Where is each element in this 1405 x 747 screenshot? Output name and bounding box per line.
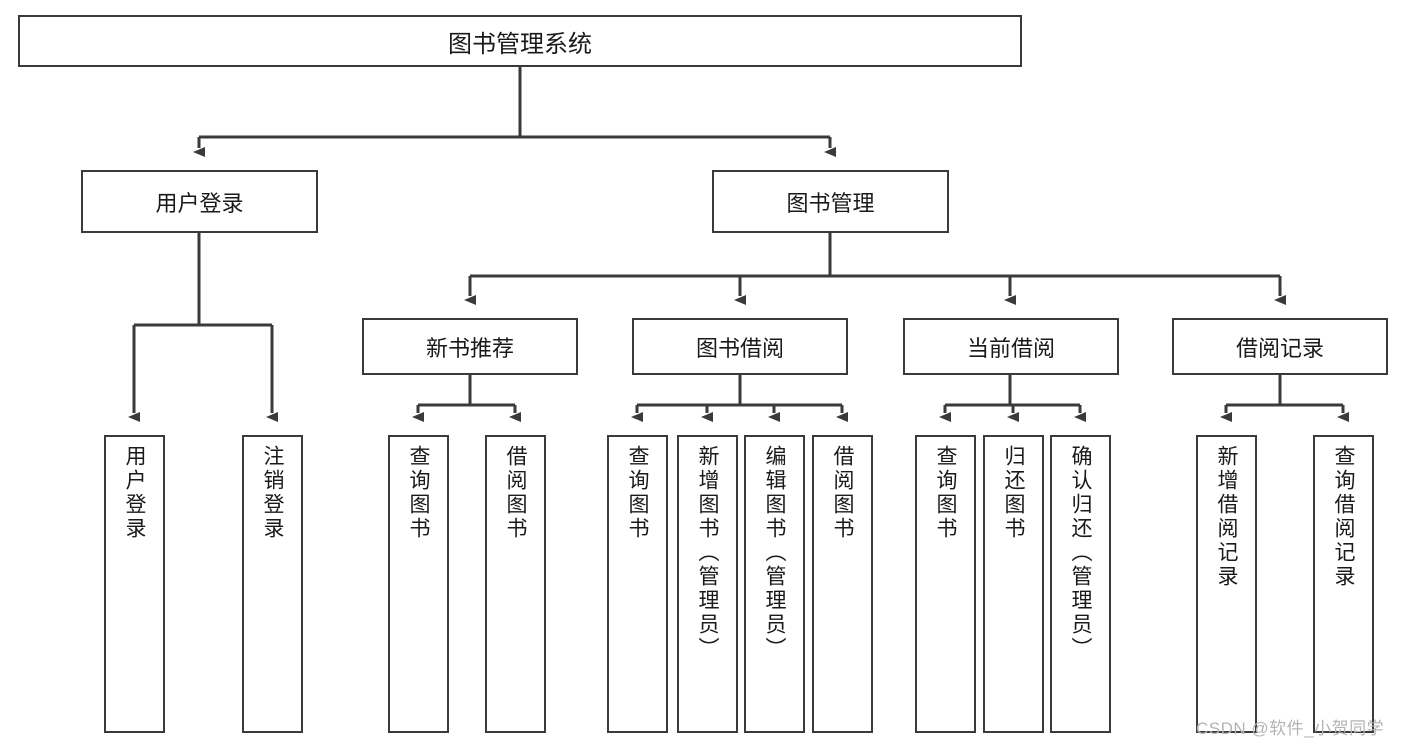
leaf-node-label: 借阅图书 (504, 445, 527, 541)
leaf-node-label: 编辑图书（管理员） (763, 445, 786, 661)
leaf-node[interactable]: 确认归还（管理员） (1050, 435, 1111, 733)
leaf-node-label: 查询借阅记录 (1332, 445, 1355, 589)
leaf-node[interactable]: 编辑图书（管理员） (744, 435, 805, 733)
csdn-watermark: CSDN @软件_小贺同学 (1196, 719, 1385, 738)
node-user-login-label: 用户登录 (155, 190, 244, 216)
node-current-borrow[interactable]: 当前借阅 (903, 318, 1119, 375)
node-new-book-recommend[interactable]: 新书推荐 (362, 318, 578, 375)
node-book-management[interactable]: 图书管理 (712, 170, 949, 233)
leaf-node-label: 借阅图书 (831, 445, 854, 541)
leaf-node-label: 新增借阅记录 (1215, 445, 1238, 589)
leaf-node[interactable]: 借阅图书 (485, 435, 546, 733)
leaf-node[interactable]: 新增借阅记录 (1196, 435, 1257, 733)
leaf-node[interactable]: 查询图书 (607, 435, 668, 733)
node-book-borrow-label: 图书借阅 (695, 335, 784, 361)
node-root-label: 图书管理系统 (448, 30, 592, 58)
node-new-book-recommend-label: 新书推荐 (425, 335, 514, 361)
node-borrow-records-label: 借阅记录 (1235, 335, 1324, 361)
leaf-node-label: 归还图书 (1002, 445, 1025, 541)
node-borrow-records[interactable]: 借阅记录 (1172, 318, 1388, 375)
node-current-borrow-label: 当前借阅 (966, 335, 1055, 361)
leaf-node-label: 新增图书（管理员） (696, 445, 719, 661)
leaf-node[interactable]: 用户登录 (104, 435, 165, 733)
leaf-node[interactable]: 注销登录 (242, 435, 303, 733)
leaf-node-label: 用户登录 (123, 445, 146, 541)
leaf-node[interactable]: 查询借阅记录 (1313, 435, 1374, 733)
leaf-node[interactable]: 查询图书 (388, 435, 449, 733)
leaf-node[interactable]: 归还图书 (983, 435, 1044, 733)
leaf-node-label: 确认归还（管理员） (1069, 445, 1092, 661)
node-user-login[interactable]: 用户登录 (81, 170, 318, 233)
node-book-management-label: 图书管理 (786, 190, 875, 216)
leaf-node[interactable]: 借阅图书 (812, 435, 873, 733)
node-book-borrow[interactable]: 图书借阅 (632, 318, 848, 375)
leaf-node[interactable]: 新增图书（管理员） (677, 435, 738, 733)
leaf-node-label: 注销登录 (261, 445, 284, 541)
leaf-node-label: 查询图书 (407, 445, 430, 541)
node-root[interactable]: 图书管理系统 (18, 15, 1022, 67)
leaf-node-label: 查询图书 (626, 445, 649, 541)
leaf-node-label: 查询图书 (934, 445, 957, 541)
leaf-node[interactable]: 查询图书 (915, 435, 976, 733)
